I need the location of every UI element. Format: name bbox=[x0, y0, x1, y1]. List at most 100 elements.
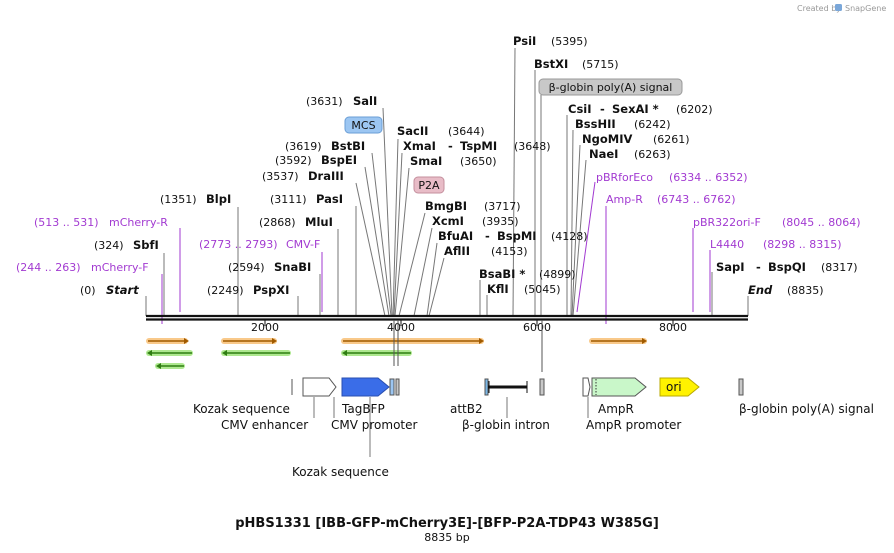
site-sbfi[interactable]: (324) SbfI bbox=[94, 238, 159, 252]
site-blpi-position: (1351) bbox=[160, 193, 197, 206]
site-pasi[interactable]: (3111) PasI bbox=[270, 192, 343, 206]
attb2-box[interactable] bbox=[484, 378, 489, 396]
bglobin-polya-box[interactable]: β-globin poly(A) signal bbox=[538, 78, 683, 96]
p2a-box[interactable]: P2A bbox=[413, 176, 445, 194]
plasmid-title: pHBS1331 [IBB-GFP-mCherry3E]-[BFP-P2A-TD… bbox=[235, 516, 659, 531]
kozak-sequence-2-box[interactable] bbox=[395, 378, 400, 396]
site-ngomiv[interactable]: NgoMIV (6261) bbox=[582, 132, 690, 146]
feature-row: ori bbox=[291, 377, 744, 397]
site-bfuai-position: (4128) bbox=[551, 230, 588, 243]
site-xmai-separator: - bbox=[448, 139, 453, 153]
site-xmai-tspmi[interactable]: XmaI - TspMI (3648) bbox=[403, 139, 551, 153]
primer-mcherry-r-range: (513 .. 531) bbox=[34, 216, 99, 229]
orf-green-4[interactable] bbox=[341, 350, 412, 356]
site-snabi[interactable]: (2594) SnaBI bbox=[228, 260, 311, 274]
site-csii-sexai[interactable]: CsiI - SexAI * (6202) bbox=[568, 102, 713, 116]
p2a-box-bg bbox=[413, 176, 445, 194]
feature-markers bbox=[393, 320, 543, 372]
site-naei-position: (6263) bbox=[634, 148, 671, 161]
site-bfuai-bspmi[interactable]: BfuAI - BspMI (4128) bbox=[438, 229, 588, 243]
site-aflii[interactable]: AflII (4153) bbox=[444, 244, 528, 258]
start-name: Start bbox=[106, 283, 139, 297]
site-bstbi[interactable]: (3619) BstBI bbox=[285, 139, 365, 153]
site-smai[interactable]: SmaI (3650) bbox=[410, 154, 497, 168]
ori-arrow-icon[interactable] bbox=[659, 377, 700, 397]
ampr-arrow-icon[interactable] bbox=[591, 377, 647, 397]
orf-orange-4[interactable] bbox=[589, 338, 647, 344]
site-pspxi[interactable]: (2249) PspXI bbox=[207, 283, 289, 297]
site-blpi-name: BlpI bbox=[206, 192, 231, 206]
primer-l4440[interactable]: L4440 (8298 .. 8315) bbox=[710, 238, 842, 251]
watermark-brand: SnapGene bbox=[845, 4, 886, 13]
watermark-prefix: Created by bbox=[797, 4, 841, 13]
site-sapi-bspqi[interactable]: SapI - BspQI (8317) bbox=[716, 260, 858, 274]
tick-label-6000: 6000 bbox=[523, 321, 551, 334]
mcs-box-bg bbox=[344, 116, 383, 134]
orf-green-1-arrowhead-icon bbox=[147, 350, 152, 356]
site-bsshii-position: (6242) bbox=[634, 118, 671, 131]
primer-pbrforeco[interactable]: pBRforEco (6334 .. 6352) bbox=[596, 171, 748, 184]
site-bmgbi[interactable]: BmgBI (3717) bbox=[425, 199, 521, 213]
site-bstxi[interactable]: BstXI (5715) bbox=[534, 57, 619, 71]
site-kfli[interactable]: KflI (5045) bbox=[487, 282, 561, 296]
site-bfuai-separator: - bbox=[485, 229, 490, 243]
primer-mcherry-r[interactable]: (513 .. 531) mCherry-R bbox=[34, 216, 168, 229]
site-psii-name: PsiI bbox=[513, 34, 536, 48]
site-bstxi-position: (5715) bbox=[582, 58, 619, 71]
site-bsshii[interactable]: BssHII (6242) bbox=[575, 117, 671, 131]
orf-orange-3[interactable] bbox=[341, 338, 484, 344]
site-pspxi-name: PspXI bbox=[253, 283, 289, 297]
site-bsshii-name: BssHII bbox=[575, 117, 616, 131]
site-sapi-name: SapI bbox=[716, 260, 745, 274]
site-sacii[interactable]: SacII (3644) bbox=[397, 124, 485, 138]
tagbfp-arrow-icon[interactable] bbox=[341, 377, 390, 397]
cmv-enhancer-arrow-icon[interactable] bbox=[302, 377, 337, 397]
cmv-promoter-box[interactable] bbox=[389, 378, 395, 396]
feature-leaders bbox=[313, 397, 589, 457]
tick-label-8000: 8000 bbox=[659, 321, 687, 334]
primer-mcherry-f[interactable]: (244 .. 263) mCherry-F bbox=[16, 261, 149, 274]
orf-orange-1[interactable] bbox=[146, 338, 189, 344]
site-bspei[interactable]: (3592) BspEI bbox=[275, 153, 357, 167]
site-bstxi-name: BstXI bbox=[534, 57, 568, 71]
site-bsabi[interactable]: BsaBI * (4899) bbox=[479, 267, 576, 281]
site-snabi-position: (2594) bbox=[228, 261, 265, 274]
site-bstbi-position: (3619) bbox=[285, 140, 322, 153]
site-xcmi[interactable]: XcmI (3935) bbox=[432, 214, 519, 228]
primer-leaders bbox=[161, 181, 711, 324]
site-ngomiv-position: (6261) bbox=[653, 133, 690, 146]
site-xcmi-name: XcmI bbox=[432, 214, 464, 228]
bglobin-polya-box-label: β-globin poly(A) signal bbox=[549, 81, 673, 94]
site-sali[interactable]: (3631) SalI bbox=[306, 94, 377, 108]
orf-orange-2[interactable] bbox=[221, 338, 277, 344]
orf-green-2[interactable] bbox=[155, 363, 185, 369]
orf-green-3-arrowhead-icon bbox=[222, 350, 227, 356]
site-naei[interactable]: NaeI (6263) bbox=[589, 147, 671, 161]
site-bsabi-position: (4899) bbox=[539, 268, 576, 281]
primer-pbr322ori-f[interactable]: pBR322ori-F (8045 .. 8064) bbox=[693, 216, 861, 229]
primer-pbr322ori-f-range: (8045 .. 8064) bbox=[782, 216, 861, 229]
site-smai-position: (3650) bbox=[460, 155, 497, 168]
mcs-label: MCS bbox=[351, 119, 375, 132]
bglobin-polya-box-mid[interactable] bbox=[539, 378, 545, 396]
orf-green-3[interactable] bbox=[221, 350, 291, 356]
end-name: End bbox=[748, 283, 773, 297]
primer-l4440-name: L4440 bbox=[710, 238, 744, 251]
site-aflii-name: AflII bbox=[444, 244, 470, 258]
feature-label-cmv-enhancer: CMV enhancer bbox=[221, 418, 308, 432]
mcs-box[interactable]: MCS bbox=[344, 116, 383, 134]
site-blpi[interactable]: (1351) BlpI bbox=[160, 192, 231, 206]
site-mlui[interactable]: (2868) MluI bbox=[259, 215, 333, 229]
site-draiii[interactable]: (3537) DraIII bbox=[262, 169, 344, 183]
orf-green-1[interactable] bbox=[146, 350, 193, 356]
site-psii[interactable]: PsiI (5395) bbox=[513, 34, 588, 48]
primer-mcherry-r-name: mCherry-R bbox=[109, 216, 168, 229]
primer-cmv-f[interactable]: (2773 .. 2793) CMV-F bbox=[199, 238, 320, 251]
primer-amp-r[interactable]: Amp-R (6743 .. 6762) bbox=[606, 193, 736, 206]
bglobin-polya-box-end[interactable] bbox=[738, 378, 744, 396]
site-draiii-name: DraIII bbox=[308, 169, 344, 183]
ampr-promoter-arrow-icon[interactable] bbox=[582, 377, 591, 397]
leader-bmgbi bbox=[398, 212, 426, 317]
leader-sacii bbox=[392, 138, 399, 317]
site-mlui-name: MluI bbox=[305, 215, 333, 229]
